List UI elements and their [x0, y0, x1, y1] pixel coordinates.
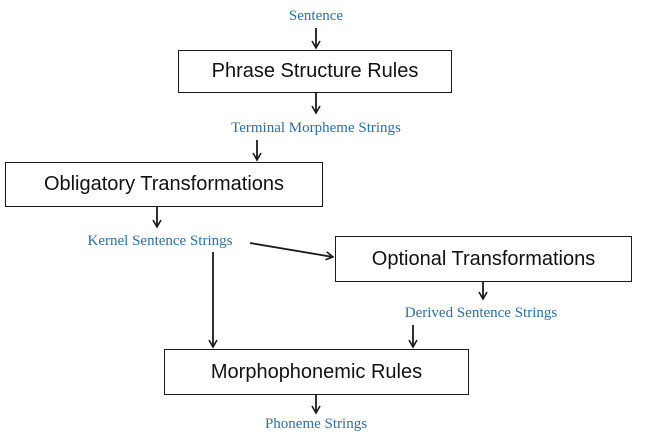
label-derived-sentence-strings: Derived Sentence Strings: [404, 305, 558, 321]
box-obligatory-transformations: Obligatory Transformations: [5, 162, 323, 207]
label-sentence: Sentence: [288, 8, 344, 24]
box-phrase-structure-rules: Phrase Structure Rules: [178, 50, 452, 93]
box-morphophonemic-rules: Morphophonemic Rules: [164, 349, 469, 395]
box-optional-transformations: Optional Transformations: [335, 236, 632, 282]
label-phoneme-strings: Phoneme Strings: [264, 416, 368, 432]
label-terminal-morpheme-strings: Terminal Morpheme Strings: [231, 120, 401, 136]
label-kernel-sentence-strings: Kernel Sentence Strings: [87, 233, 233, 249]
arrow-kernel-to-optional: [249, 242, 335, 261]
